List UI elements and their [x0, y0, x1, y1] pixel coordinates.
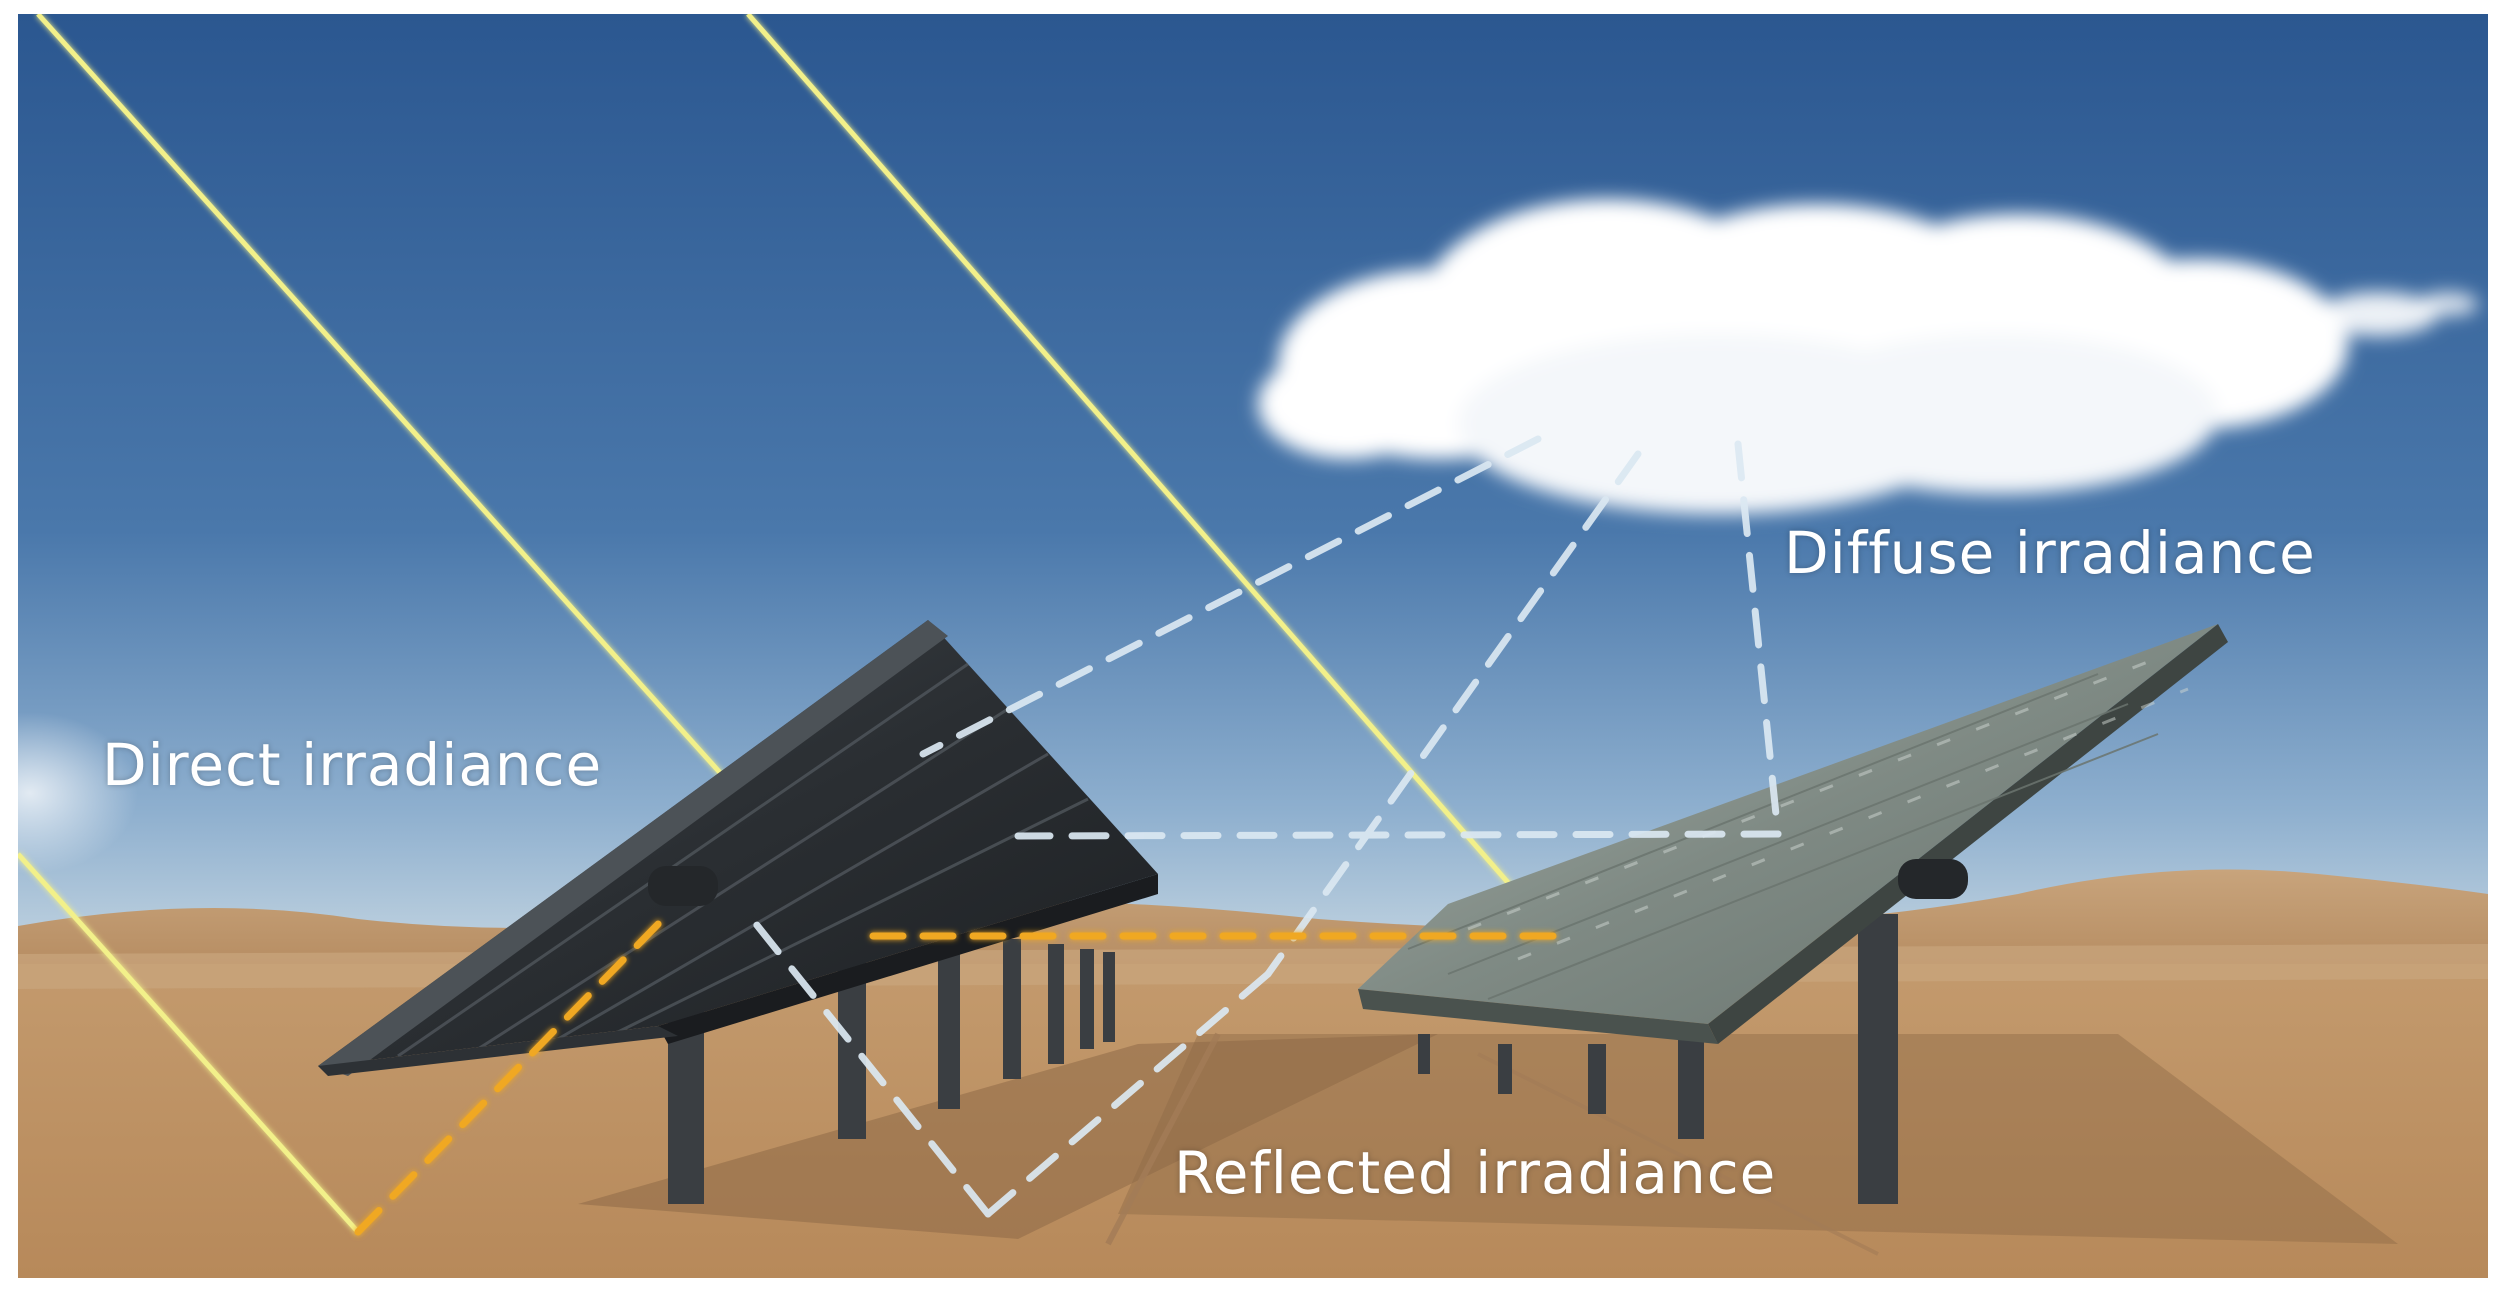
sun-glow	[18, 514, 618, 964]
diffuse-ray-4	[1014, 830, 1782, 840]
ground-shadow-left	[578, 1034, 1438, 1239]
direct-rays	[18, 14, 1555, 1234]
left-solar-panel	[318, 620, 1158, 1076]
direct-ray-1	[36, 14, 725, 778]
diffuse-rays	[744, 435, 1782, 1218]
direct-ray-2	[746, 14, 1555, 936]
left-tracker-torque-tube	[648, 866, 718, 906]
diffuse-ray-2	[1264, 450, 1642, 978]
right-tracker-torque-tube	[1898, 859, 1968, 899]
direct-irradiance-label: Direct irradiance	[102, 731, 603, 799]
shadow-edge-2	[1477, 1052, 1879, 1256]
scene-canvas	[18, 14, 2488, 1278]
diffuse-ray-5	[984, 970, 1272, 1218]
diffuse-ray-1	[919, 435, 1542, 758]
ground-shadow-right	[1118, 1034, 2398, 1244]
shadow-edge-1	[1105, 1032, 1221, 1246]
right-solar-panel	[1358, 624, 2228, 1044]
reflected-rays	[354, 915, 1557, 1236]
reflected-irradiance-label: Reflected irradiance	[1174, 1139, 1777, 1207]
direct-ray-3	[18, 852, 360, 1234]
reflected-ray-1	[354, 915, 667, 1236]
cloud	[1258, 199, 2478, 514]
solar-irradiance-illustration: Direct irradiance Diffuse irradiance Ref…	[18, 14, 2488, 1278]
diffuse-ray-6	[744, 910, 992, 1218]
right-tracker-posts	[1418, 914, 1898, 1204]
diffuse-irradiance-label: Diffuse irradiance	[1784, 519, 2316, 587]
diffuse-ray-3	[1734, 440, 1782, 838]
